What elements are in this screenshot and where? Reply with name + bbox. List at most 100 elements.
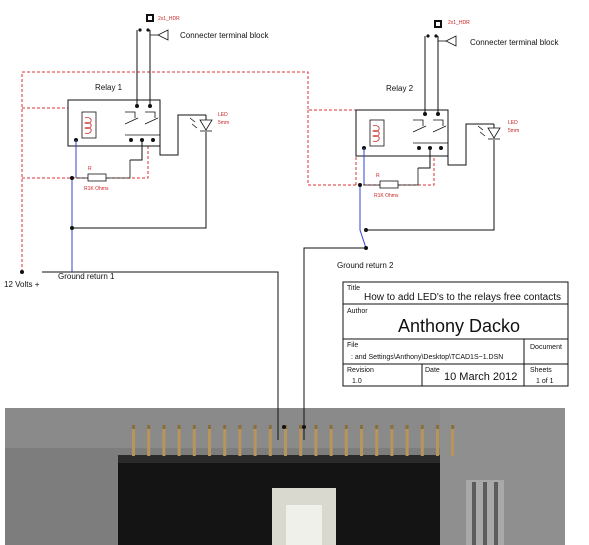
relay-2-led-label: LED: [508, 120, 518, 126]
header-pin: [375, 428, 379, 456]
date-label: Date: [425, 367, 440, 374]
header-pin-tip: [405, 425, 409, 429]
header-pin-tip: [329, 425, 333, 429]
relay-2-contacts-icon: [412, 119, 448, 144]
header-pin-tip: [268, 425, 272, 429]
header-pin: [360, 428, 363, 456]
relay-2-resistor-icon: [364, 168, 419, 189]
relay-1-blue-wire: [71, 140, 77, 272]
connector-photo: [5, 408, 565, 545]
header-pin: [208, 428, 211, 456]
header-pin-tip: [420, 425, 424, 429]
header-pin-tip: [314, 425, 318, 429]
file-path: : and Settings\Anthony\Desktop\TCAD1S~1.…: [351, 354, 503, 361]
relay-1-contacts-icon: [124, 111, 160, 136]
relay-2-resistor-value: R1K Ohms: [374, 193, 399, 199]
side-pin: [483, 482, 487, 545]
revision-label: Revision: [347, 367, 374, 374]
header-pin-tip: [375, 425, 379, 429]
title-block: Title How to add LED's to the relays fre…: [342, 281, 569, 387]
header-pin: [451, 428, 455, 456]
header-1-ref: 2x1_HDR: [158, 16, 180, 22]
sheets-value: 1 of 1: [536, 378, 554, 385]
header-pin-tip: [299, 425, 303, 429]
title-label: Title: [347, 285, 360, 292]
relay-1-led-icon: [189, 117, 213, 132]
side-pin: [472, 482, 476, 545]
header-pin: [405, 428, 409, 456]
header-pin-tip: [147, 425, 151, 429]
author-label: Author: [347, 308, 368, 315]
header-pin: [284, 428, 287, 456]
connector-1-label: Connecter terminal block: [180, 31, 269, 40]
relay-2-led-size: 5mm: [508, 128, 519, 134]
sheet-title: How to add LED's to the relays free cont…: [364, 292, 561, 303]
date-value: 10 March 2012: [444, 371, 517, 383]
header-pin: [162, 428, 166, 456]
relay-2: Relay 2: [355, 84, 449, 157]
relay-1-coil-icon: [84, 117, 92, 134]
side-pin: [494, 482, 498, 545]
header-pin-tip: [360, 425, 363, 429]
relay-2-blue-wire: [359, 148, 367, 249]
connector-1-arrow-icon: [157, 29, 169, 41]
header-pin: [238, 428, 242, 456]
header-pin: [344, 428, 348, 456]
relay-2-coil-icon: [372, 125, 380, 142]
header-pin: [177, 428, 181, 456]
header-pin: [253, 428, 257, 456]
file-label: File: [347, 342, 358, 349]
header-pin: [192, 428, 196, 456]
relay-2-box: [355, 109, 449, 157]
header-2-ref: 2x1_HDR: [448, 20, 470, 26]
sheets-label: Sheets: [530, 367, 552, 374]
header-pin-tip: [208, 425, 211, 429]
header-pin: [329, 428, 333, 456]
author-name: Anthony Dacko: [398, 316, 520, 336]
header-pin: [132, 428, 135, 456]
ground-return-1-label: Ground return 1: [58, 272, 115, 281]
relay-2-title: Relay 2: [386, 84, 414, 93]
header-pins: [132, 425, 498, 545]
relay-2-wiring: [303, 36, 495, 430]
ground-return-2-label: Ground return 2: [337, 261, 394, 270]
header-pin: [299, 428, 303, 456]
header-pin: [390, 428, 394, 456]
connector-2-label: Connecter terminal block: [470, 38, 559, 47]
relay-1: Relay 1: [67, 83, 161, 147]
header-pin-tip: [223, 425, 227, 429]
relay-2-resistor-ref: R: [376, 173, 380, 179]
header-pin: [147, 428, 151, 456]
revision-value: 1.0: [352, 378, 362, 385]
header-pin-tip: [132, 425, 135, 429]
header-pin-tip: [451, 425, 455, 429]
relay-1-title: Relay 1: [95, 83, 123, 92]
relay-1-led-size: 5mm: [218, 120, 229, 126]
relay-1-led-label: LED: [218, 112, 228, 118]
relay-1-wiring: [42, 30, 279, 430]
header-pin-tip: [390, 425, 394, 429]
header-pin: [223, 428, 227, 456]
header-pin-tip: [253, 425, 257, 429]
relay-2-led-icon: [477, 125, 501, 140]
relay-1-resistor-value: R1K Ohms: [84, 186, 109, 192]
header-1-icon: [138, 14, 154, 32]
document-label: Document: [530, 344, 562, 351]
supply-label: 12 Volts +: [4, 280, 40, 289]
header-pin: [268, 428, 272, 456]
header-pin-tip: [162, 425, 166, 429]
connector-2-arrow-icon: [445, 35, 457, 47]
header-pin-tip: [344, 425, 348, 429]
header-pin-tip: [192, 425, 196, 429]
header-pin-tip: [177, 425, 181, 429]
header-2-icon: [426, 20, 442, 38]
header-pin: [436, 428, 439, 456]
relay-1-resistor-ref: R: [88, 166, 92, 172]
header-pin: [314, 428, 318, 456]
header-pin: [420, 428, 424, 456]
header-pin-tip: [238, 425, 242, 429]
header-pin-tip: [436, 425, 439, 429]
relay-1-resistor-icon: [76, 160, 131, 182]
